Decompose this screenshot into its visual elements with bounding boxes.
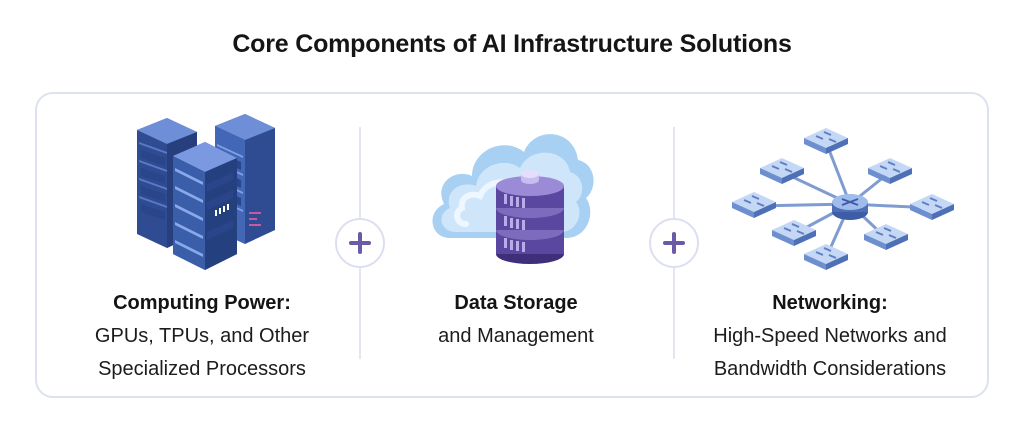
plus-icon <box>335 218 385 268</box>
plus-icon <box>649 218 699 268</box>
page-title: Core Components of AI Infrastructure Sol… <box>232 30 792 58</box>
column-data-storage: Data Storage and Management <box>366 287 666 353</box>
column-description-line: GPUs, TPUs, and Other <box>94 325 310 347</box>
column-description-line: High-Speed Networks and <box>713 325 947 347</box>
column-description-line: Bandwidth Considerations <box>713 358 947 380</box>
column-heading: Data Storage <box>454 292 578 314</box>
column-heading: Computing Power: <box>113 292 291 314</box>
column-networking: Networking: High-Speed Networks and Band… <box>680 287 980 386</box>
column-computing-power: Computing Power: GPUs, TPUs, and Other S… <box>52 287 352 386</box>
cloud-database-icon <box>432 134 594 264</box>
column-description-line: and Management <box>438 325 594 347</box>
server-racks-icon <box>137 114 275 270</box>
network-hub-icon <box>731 127 955 271</box>
column-description-line: Specialized Processors <box>98 358 306 380</box>
column-heading: Networking: <box>772 292 888 314</box>
